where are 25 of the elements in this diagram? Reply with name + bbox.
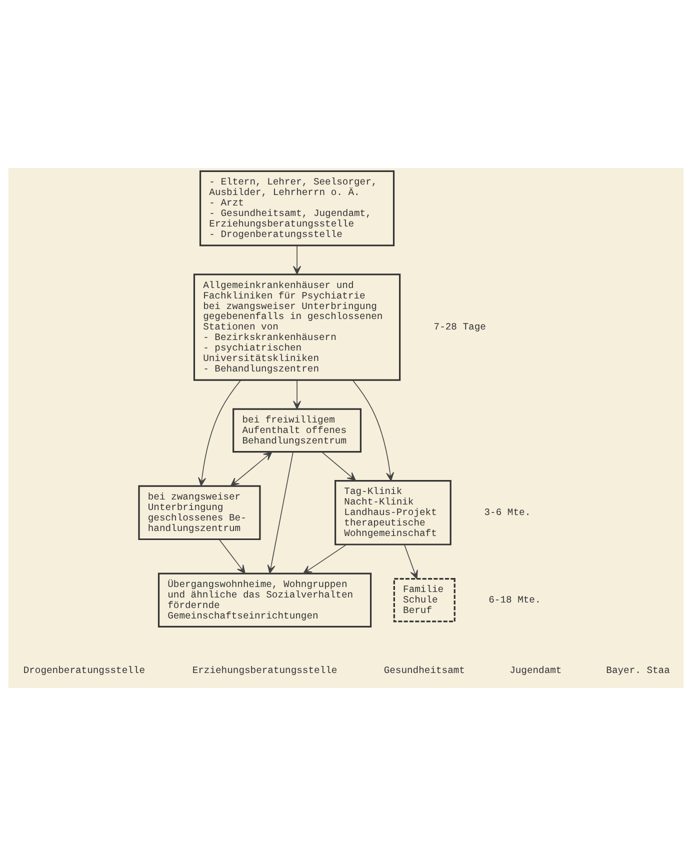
label: Jugendamt: [510, 664, 562, 676]
label: Bayer. Staa: [606, 664, 670, 676]
arrow: [267, 451, 294, 574]
arrow: [218, 539, 246, 574]
arrow: [198, 380, 242, 486]
label: 7-28 Tage: [434, 322, 486, 333]
node-box: Übergangswohnheime, Wohngruppen und ähnliche das Sozialverhalten fördernde Gemeinschaftseinrichtungen: [158, 572, 372, 628]
label: 3-6 Mte.: [484, 507, 531, 518]
arrow: [404, 544, 418, 580]
arrow: [321, 452, 356, 481]
arrow: [352, 380, 394, 482]
node-box: - Eltern, Lehrer, Seelsorger, Ausbilder, Lehrherrn o. Ä. - Arzt - Gesundheitsamt, Jugendamt, Erziehungsberatungsstelle - Drogenberatungsstelle: [199, 170, 395, 246]
label: 6-18 Mte.: [488, 594, 541, 606]
node-box: Tag-Klinik Nacht-Klinik Landhaus-Projekt therapeutische Wohngemeinschaft: [334, 480, 452, 546]
label: Drogenberatungsstelle: [23, 664, 146, 676]
arrow: [293, 245, 302, 275]
arrow: [230, 452, 272, 486]
arrow: [293, 380, 302, 410]
node-box: bei zwangsweiser Unterbringung geschlossenes Be- handlungszentrum: [138, 485, 261, 540]
node-box: Allgemeinkrankenhäuser und Fachkliniken für Psychiatrie bei zwangsweiser Unterbringung gegebenenfalls in geschlossenen Stationen von - Bezirkskrankenhäusern - psychiatrischen Universitätskliniken - Behandlungszentren: [193, 274, 401, 381]
label: Gesundheitsamt: [384, 664, 465, 676]
node-box: bei freiwilligem Aufenthalt offenes Behandlungszentrum: [232, 408, 362, 453]
arrow: [302, 544, 347, 574]
node-box: Familie Schule Beruf: [393, 578, 456, 622]
label: Erziehungsberatungsstelle: [192, 664, 338, 676]
